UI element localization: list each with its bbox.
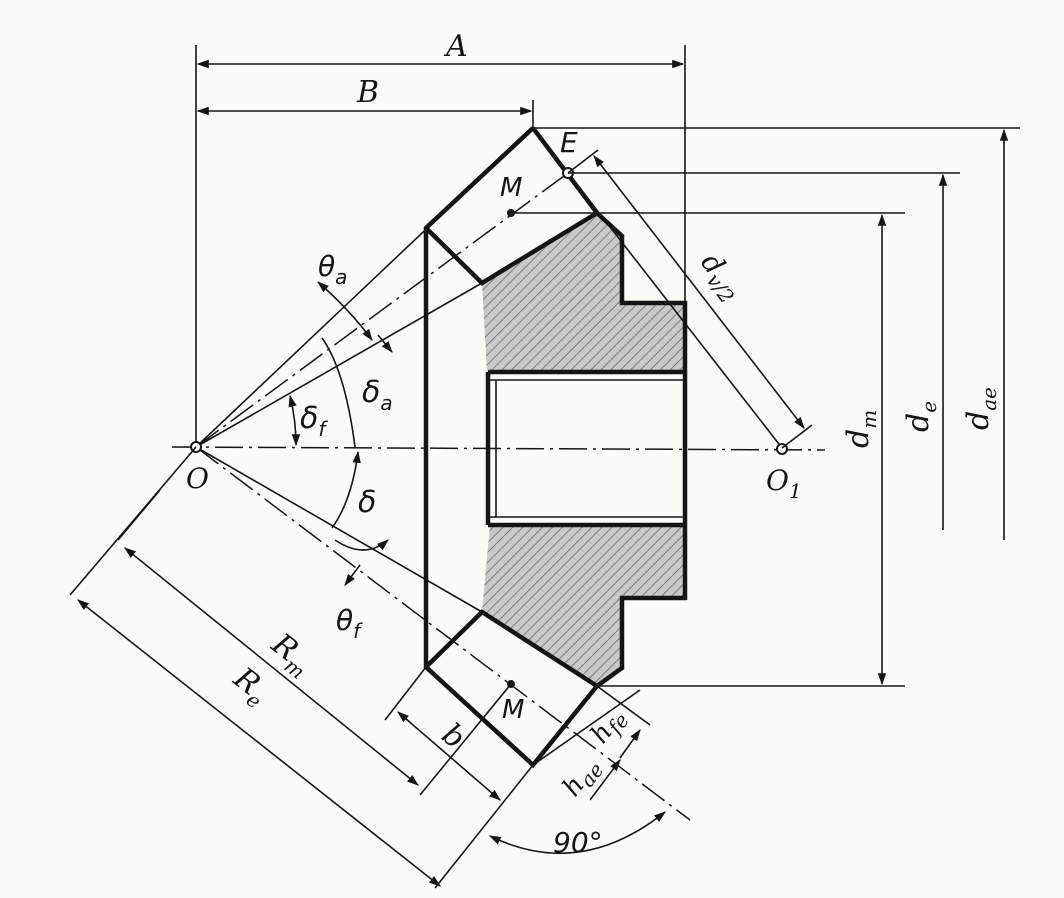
dim-dv2-ext-top bbox=[567, 149, 599, 174]
dim-Rm-ext bbox=[117, 489, 161, 541]
label-O1: O1 bbox=[766, 464, 802, 503]
arc-theta-a bbox=[317, 281, 373, 341]
label-Rm: Rm bbox=[261, 626, 319, 684]
label-theta-a: θa bbox=[318, 250, 347, 289]
dim-b-ext-left bbox=[384, 666, 427, 721]
gear-section-lower bbox=[482, 525, 685, 686]
label-dae: dae bbox=[961, 387, 1001, 430]
pitch-cone-lower bbox=[195, 446, 691, 821]
gear-axis-line bbox=[171, 446, 826, 451]
arc-delta-a-tick bbox=[377, 334, 393, 353]
gear-section-upper bbox=[482, 213, 685, 372]
dim-Re-end-ext bbox=[434, 764, 534, 889]
label-B: B bbox=[356, 75, 379, 110]
dim-hfe-ext bbox=[596, 685, 651, 726]
label-M-bottom: M bbox=[502, 695, 524, 725]
root-cone-lower-ext bbox=[195, 446, 483, 613]
arc-delta-f bbox=[288, 394, 301, 447]
label-M-top: M bbox=[500, 173, 522, 203]
dim-Rm-line bbox=[124, 547, 419, 786]
label-hae: hae bbox=[557, 752, 609, 805]
dim-b-line bbox=[397, 711, 501, 801]
arc-theta-f bbox=[334, 539, 389, 551]
root-cone-upper-ext bbox=[195, 282, 483, 448]
dim-dv2-ext-bottom bbox=[781, 424, 813, 449]
label-delta-a: δa bbox=[362, 375, 393, 415]
arc-90-degrees bbox=[488, 811, 666, 855]
dim-hfe-line bbox=[619, 729, 641, 759]
dim-hae-ext bbox=[532, 689, 641, 766]
dim-dv2-line bbox=[593, 155, 805, 429]
label-dm: dm bbox=[841, 410, 881, 448]
label-dv2: dv/2 bbox=[691, 247, 750, 308]
label-E: E bbox=[560, 126, 578, 159]
label-O: O bbox=[186, 462, 209, 495]
label-delta: δ bbox=[358, 485, 376, 520]
label-delta-f: δf bbox=[300, 401, 328, 441]
label-b: b bbox=[435, 717, 472, 756]
label-hfe: hfe bbox=[585, 702, 634, 751]
label-A: A bbox=[443, 29, 468, 64]
arc-theta-f-tick bbox=[344, 564, 361, 586]
arc-delta bbox=[331, 450, 361, 529]
label-de: de bbox=[901, 401, 941, 432]
pitch-cone-upper bbox=[195, 172, 569, 448]
label-theta-f: θf bbox=[336, 604, 363, 643]
dim-Re-line bbox=[77, 599, 441, 887]
label-90: 90° bbox=[553, 826, 603, 859]
dim-hae-line bbox=[589, 759, 621, 801]
label-Re: Re bbox=[223, 660, 276, 713]
arc-delta-a bbox=[321, 337, 356, 448]
